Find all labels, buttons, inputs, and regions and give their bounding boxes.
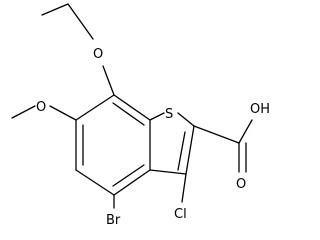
atom-sulfur: S [165,107,173,122]
bond-o-c7 [102,65,115,96]
atom-carboxyl-hydroxyl: OH [250,102,270,117]
atom-carbonyl-oxygen: O [236,177,246,192]
bond-c4-c3a-inner [112,164,145,187]
atom-bromine: Br [106,213,121,228]
bond-c4-c3a [113,169,151,196]
bond-c7-c6 [75,94,115,121]
atom-methoxy-oxygen: O [36,100,46,115]
bond-c5-c4 [75,169,115,196]
bond-c2-c3-inner [177,131,186,171]
bond-s-c2 [177,112,195,127]
bond-carboxyl-oh [238,119,253,144]
bond-ethyl-c-o [67,3,94,40]
bond-c7-c7a-inner [112,102,145,126]
bond-methyl-o [11,105,36,119]
molecule-structure: O O S OH O Cl Br [11,3,270,228]
bond-ethyl-c-c [41,3,69,16]
bond-c3-c3a [149,169,187,175]
structure-canvas: O O S OH O Cl Br [11,3,270,228]
bond-c2-carboxyl [193,125,240,144]
atom-chlorine: Cl [174,207,187,222]
bond-o-c6 [49,105,77,121]
bond-c7-c7a [113,94,151,121]
bond-c7a-s [149,112,165,121]
bond-c3-cl [181,173,187,203]
atom-ethoxy-oxygen: O [93,47,103,62]
bond-c2-c3 [185,125,195,175]
